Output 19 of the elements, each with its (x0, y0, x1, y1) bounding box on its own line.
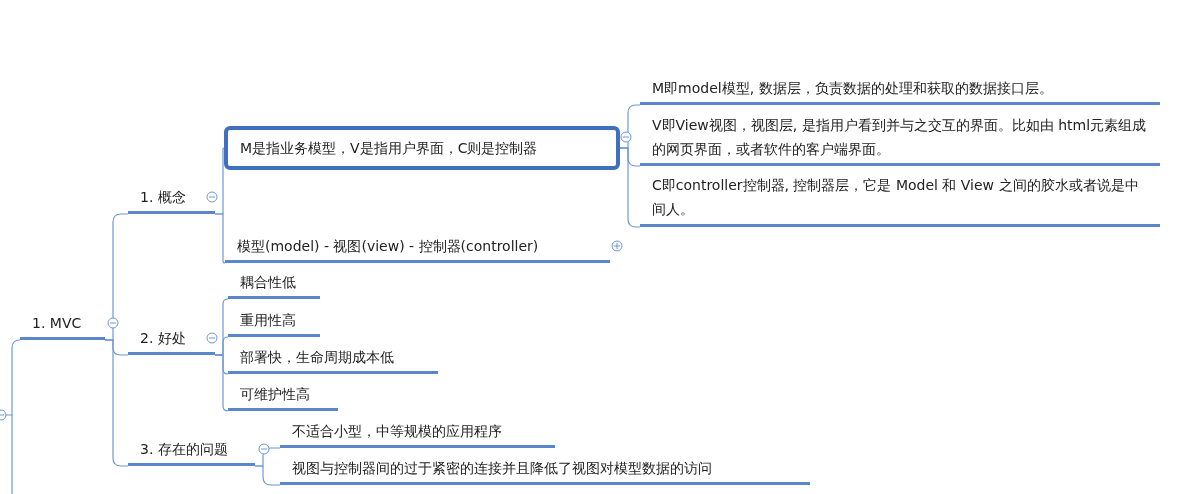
topic-box: M是指业务模型，V是指用户界面，C则是控制器 (224, 126, 620, 170)
topic-text: V即View视图，视图层, 是指用户看到并与之交互的界面。比如由 html元素组成的网页界面，或者软件的客户端界面。 (640, 110, 1160, 166)
connector (214, 354, 229, 412)
connector (214, 213, 226, 264)
topic-text: M即model模型, 数据层，负责数据的处理和获取的数据接口层。 (640, 73, 1160, 105)
topic-text: 耦合性低 (228, 267, 320, 299)
topic-text: 可维护性高 (228, 379, 338, 411)
topic-text: 视图与控制器间的过于紧密的连接并且降低了视图对模型数据的访问 (280, 453, 810, 485)
topic-text: 2. 好处 (128, 323, 215, 355)
connector (254, 465, 281, 486)
topic-text: 1. 概念 (128, 182, 215, 214)
topic-text: 模型(model) - 视图(view) - 控制器(controller) (225, 231, 610, 263)
topic-text: 不适合小型，中等规模的应用程序 (280, 416, 555, 448)
topic-text: C即controller控制器, 控制器层，它是 Model 和 View 之间的胶水或者说是中间人。 (640, 170, 1160, 227)
topic-text: 1. MVC (20, 308, 105, 340)
connector (104, 339, 129, 467)
topic-text: 部署快，生命周期成本低 (228, 342, 438, 374)
topic-text: 重用性高 (228, 305, 320, 337)
topic-text: 3. 存在的问题 (128, 434, 255, 466)
